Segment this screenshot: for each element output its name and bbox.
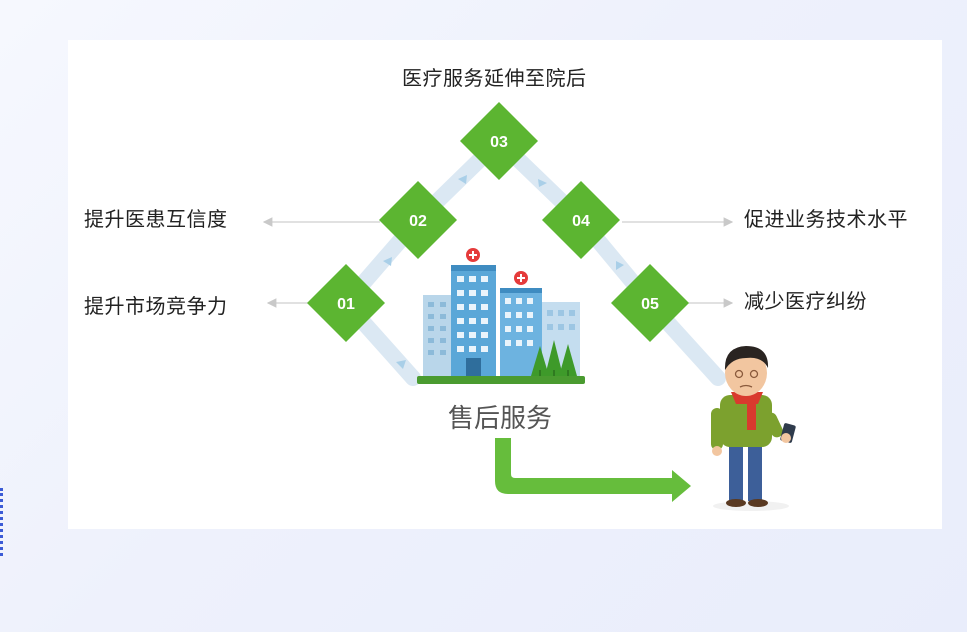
- path-direction-arrows: [383, 175, 624, 369]
- node-01-diamond: [307, 264, 385, 342]
- node-01-number: 01: [337, 296, 355, 313]
- node-05-diamond: [611, 264, 689, 342]
- node-03-diamond: [460, 102, 538, 180]
- node-02-diamond: [379, 181, 457, 259]
- edge-dotted-line: [0, 488, 7, 556]
- node-05-label: 减少医疗纠纷: [744, 289, 867, 313]
- connector-lines: [262, 217, 734, 308]
- patient-person-icon: [711, 346, 796, 511]
- node-04-label: 促进业务技术水平: [744, 207, 908, 231]
- node-02-label: 提升医患互信度: [84, 207, 228, 231]
- node-05-number: 05: [641, 296, 659, 313]
- node-03-label: 医疗服务延伸至院后: [402, 66, 587, 90]
- hospital-building-icon: [417, 248, 585, 384]
- node-03-number: 03: [490, 134, 508, 151]
- node-02-number: 02: [409, 213, 427, 230]
- center-label: 售后服务: [448, 404, 553, 434]
- node-01-label: 提升市场竞争力: [84, 294, 228, 318]
- node-04-diamond: [542, 181, 620, 259]
- service-flow-arrow: [495, 438, 691, 502]
- diagram-card: 01 02 03 04 05: [68, 40, 942, 529]
- diagram-canvas: 01 02 03 04 05: [262, 102, 796, 511]
- node-04-number: 04: [572, 213, 590, 230]
